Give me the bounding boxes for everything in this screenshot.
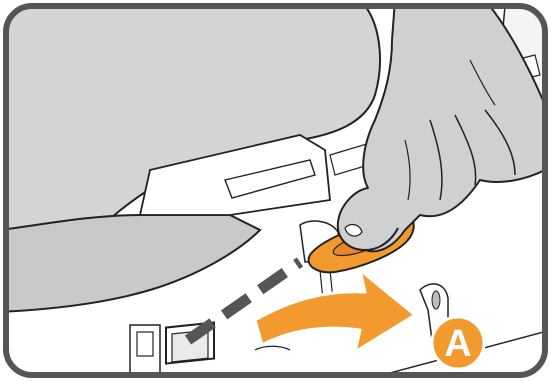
latch-hook-slot [432,291,440,309]
callout-label: A [444,323,471,365]
callout-a-badge: A [432,317,484,369]
power-switch-inner [137,332,153,356]
